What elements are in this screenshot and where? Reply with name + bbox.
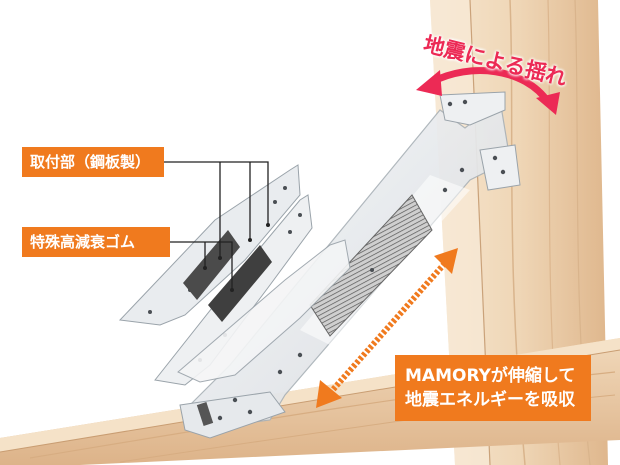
curved-double-arrow-icon xyxy=(416,67,560,115)
leader-lines xyxy=(164,161,269,290)
exploded-rubber-pads xyxy=(183,230,272,322)
leader-dots xyxy=(203,223,270,292)
mamory-label-line2: 地震エネルギーを吸収 xyxy=(405,390,575,410)
straight-double-arrow-icon xyxy=(316,248,458,408)
mount-label: 取付部（鋼板製） xyxy=(22,147,164,177)
exploded-plate-front xyxy=(177,239,351,383)
rubber-label: 特殊高減衰ゴム xyxy=(22,227,170,257)
mamory-label-line1: MAMORYが伸縮して xyxy=(405,366,576,386)
mamory-label: MAMORYが伸縮して 地震エネルギーを吸収 xyxy=(395,355,591,421)
